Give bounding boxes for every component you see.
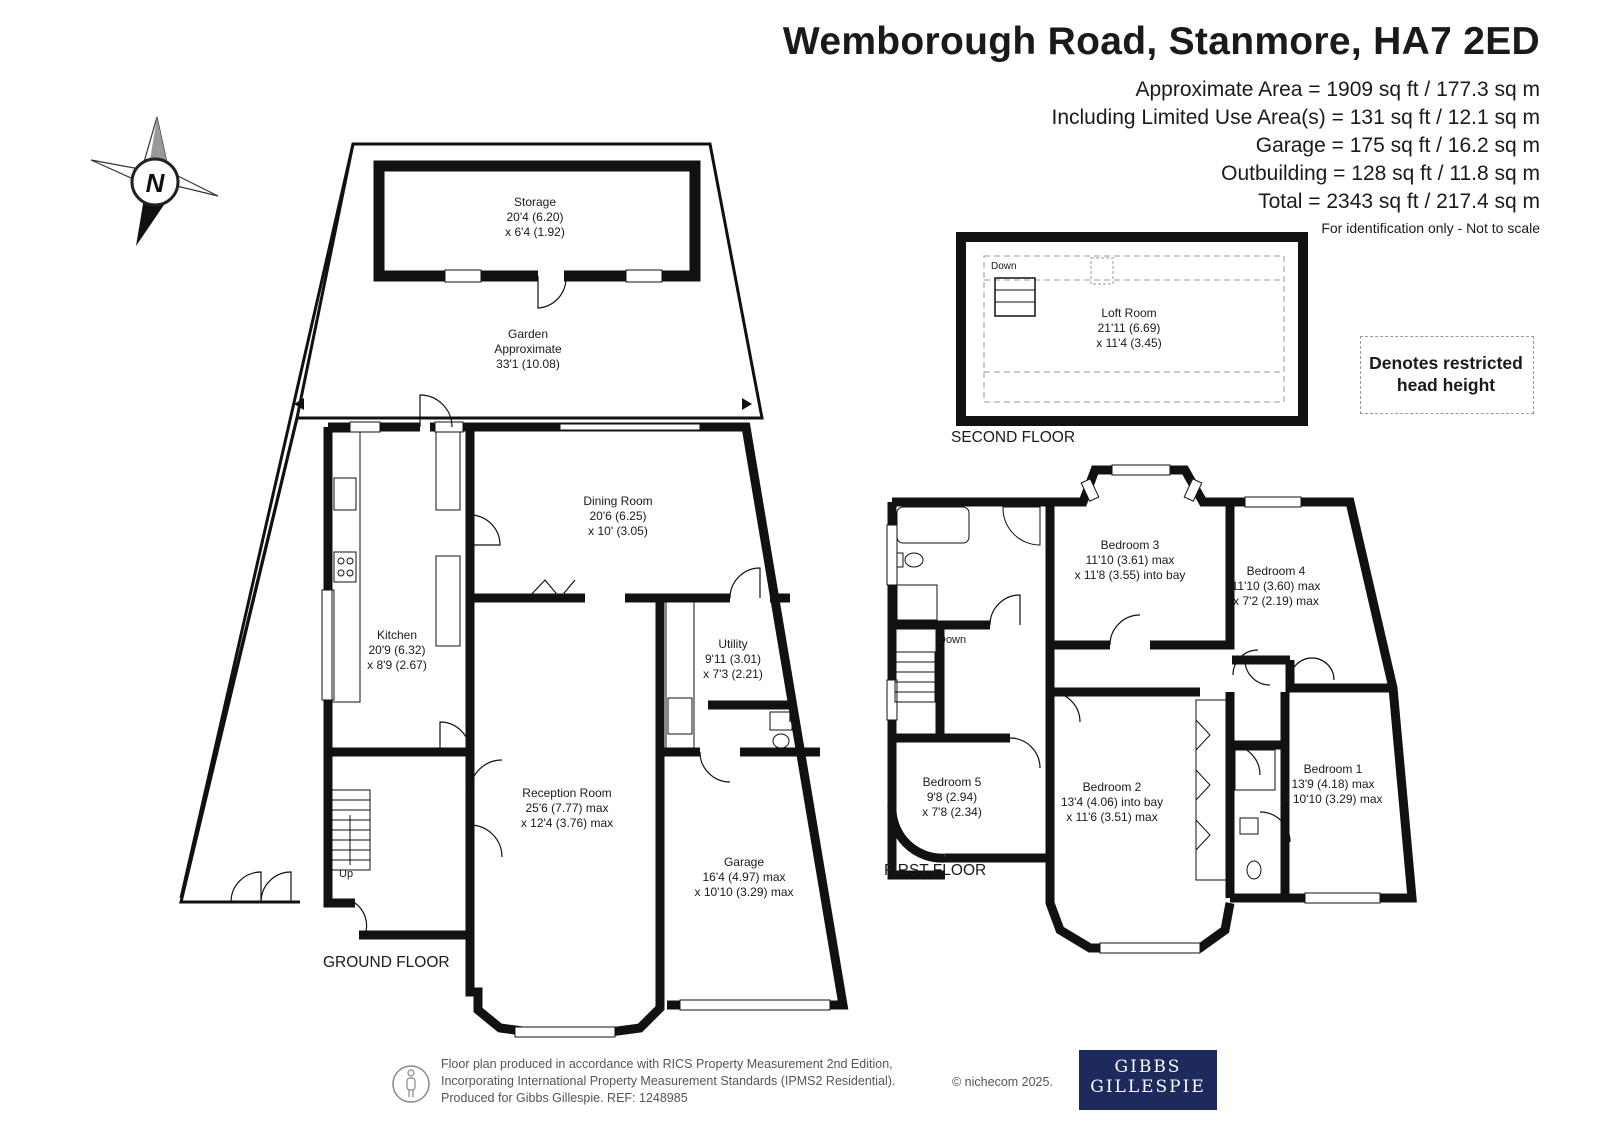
disclaimer: For identification only - Not to scale [1321,220,1540,236]
loft-stairs-down-label: Down [991,261,1017,272]
area-summary: Approximate Area = 1909 sq ft / 177.3 sq… [1052,76,1541,240]
restricted-height-legend: Denotes restricted head height [1369,353,1523,395]
restricted-height-legend-swatch [1360,336,1534,414]
second-floor-walls [956,232,1308,426]
first-floor-walls [887,465,1417,953]
compass-icon: N [90,116,219,246]
limited-use-area: Including Limited Use Area(s) = 131 sq f… [1051,106,1541,129]
stairs-up-label: Up [339,868,354,880]
person-icon [392,1065,430,1103]
gibbs-gillespie-logo: GIBBS GILLESPIE [1079,1050,1217,1110]
approximate-area: Approximate Area = 1909 sq ft / 177.3 sq… [1135,78,1541,101]
garage-area: Garage = 175 sq ft / 16.2 sq m [1255,134,1540,157]
second-floor-label: SECOND FLOOR [951,429,1076,446]
first-floor-label: FIRST FLOOR [884,862,987,879]
stairs-down-label: Down [938,634,967,646]
compass-letter: N [146,168,166,198]
storage-outbuilding [373,160,701,309]
outbuilding-area: Outbuilding = 128 sq ft / 11.8 sq m [1221,162,1540,185]
ground-floor-label: GROUND FLOOR [323,954,450,971]
copyright: © nichecom 2025. [952,1075,1053,1089]
footer-note: Floor plan produced in accordance with R… [441,1057,896,1105]
page-title: Wemborough Road, Stanmore, HA7 2ED [782,20,1540,63]
total-area: Total = 2343 sq ft / 217.4 sq m [1258,190,1540,213]
garden-boundary [179,142,764,899]
